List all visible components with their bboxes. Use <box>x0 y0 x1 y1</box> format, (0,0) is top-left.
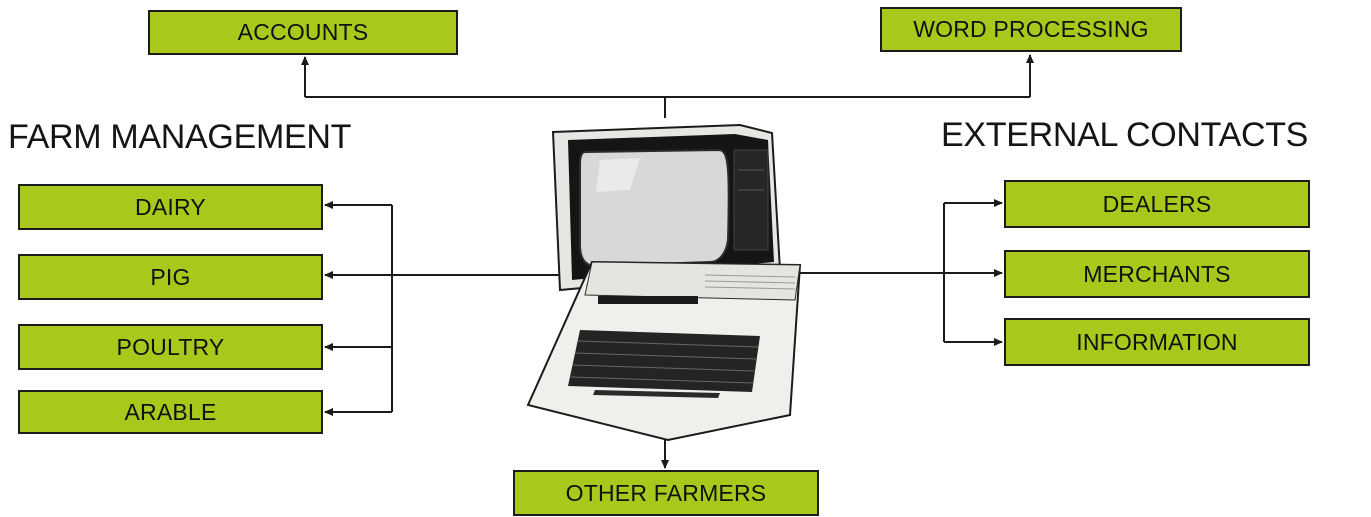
arable-box: ARABLE <box>18 390 323 434</box>
heading-external-contacts: EXTERNAL CONTACTS <box>941 116 1308 155</box>
dealers-box: DEALERS <box>1004 180 1310 228</box>
left-trunk <box>392 205 560 412</box>
merchants-box: MERCHANTS <box>1004 250 1310 298</box>
computer-illustration <box>528 125 800 440</box>
top-connector <box>305 97 1030 118</box>
pig-box: PIG <box>18 254 323 300</box>
accounts-box: ACCOUNTS <box>148 10 458 55</box>
heading-farm-management: FARM MANAGEMENT <box>8 118 351 157</box>
dairy-box: DAIRY <box>18 184 323 230</box>
word-processing-box: WORD PROCESSING <box>880 7 1182 52</box>
right-trunk <box>800 203 944 342</box>
other-farmers-box: OTHER FARMERS <box>513 470 819 516</box>
information-box: INFORMATION <box>1004 318 1310 366</box>
poultry-box: POULTRY <box>18 324 323 370</box>
